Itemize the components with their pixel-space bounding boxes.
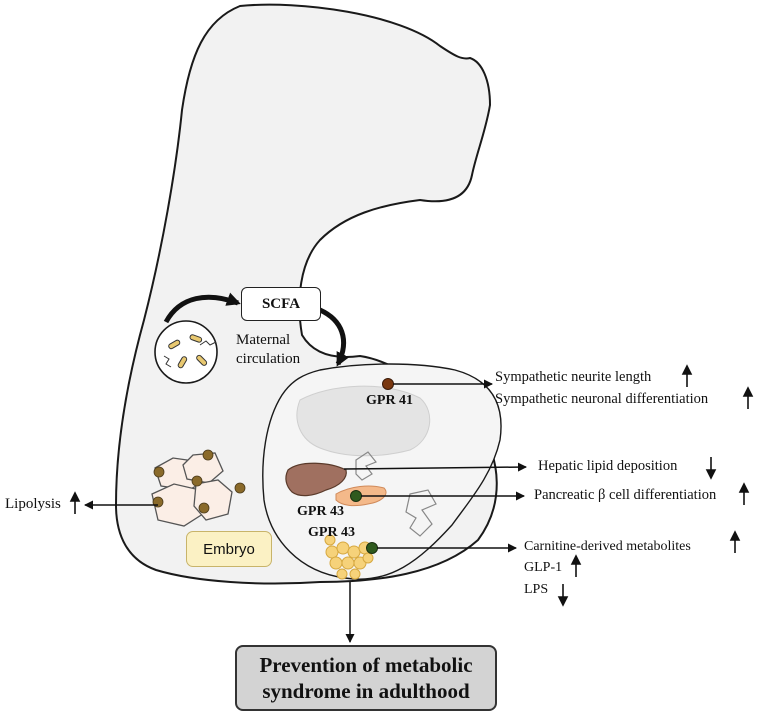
bacteria-icons xyxy=(163,334,217,369)
effect-glp1: GLP-1 xyxy=(524,560,563,575)
arrow-bacteria-to-scfa xyxy=(163,292,241,324)
microbiota-icon xyxy=(154,320,218,384)
effect-hepatic: Hepatic lipid deposition xyxy=(538,458,678,474)
outcome-box: Prevention of metabolic syndrome in adul… xyxy=(235,645,497,711)
effect-pancreatic: Pancreatic β cell differentiation xyxy=(534,487,717,503)
lipolysis-label: Lipolysis xyxy=(5,496,61,512)
maternal-label-line1: Maternal xyxy=(236,332,291,348)
direction-arrows xyxy=(69,364,754,607)
embryo-brain-icon xyxy=(296,385,431,457)
arrow-scfa-to-embryo xyxy=(318,307,350,367)
intestine-icon xyxy=(324,534,374,580)
effect-sympathetic-differentiation: Sympathetic neuronal differentiation xyxy=(495,391,709,407)
embryo-lung-right xyxy=(405,489,437,537)
gpr43-pancreas-label: GPR 43 xyxy=(297,504,345,519)
arrow-hepatic xyxy=(343,462,527,472)
embryo-label-box: Embryo xyxy=(186,531,272,567)
gpr43-intestine-label: GPR 43 xyxy=(308,525,356,540)
effect-carnitine: Carnitine-derived metabolites xyxy=(524,539,691,554)
gpr43-intestine-dot xyxy=(366,542,378,554)
outcome-line1: Prevention of metabolic xyxy=(259,652,473,677)
gpr43-pancreas-dot xyxy=(350,490,362,502)
effect-sympathetic-neurite: Sympathetic neurite length xyxy=(495,369,652,385)
maternal-label-line2: circulation xyxy=(236,351,301,367)
scfa-box: SCFA xyxy=(241,287,321,321)
outcome-line2: syndrome in adulthood xyxy=(262,679,470,703)
effect-lps: LPS xyxy=(524,582,549,597)
adipocyte-cluster xyxy=(151,452,233,527)
gpr41-label: GPR 41 xyxy=(366,393,414,408)
embryo-lung-left xyxy=(355,451,377,481)
gpr41-dot xyxy=(382,378,394,390)
liver-icon xyxy=(285,462,347,497)
